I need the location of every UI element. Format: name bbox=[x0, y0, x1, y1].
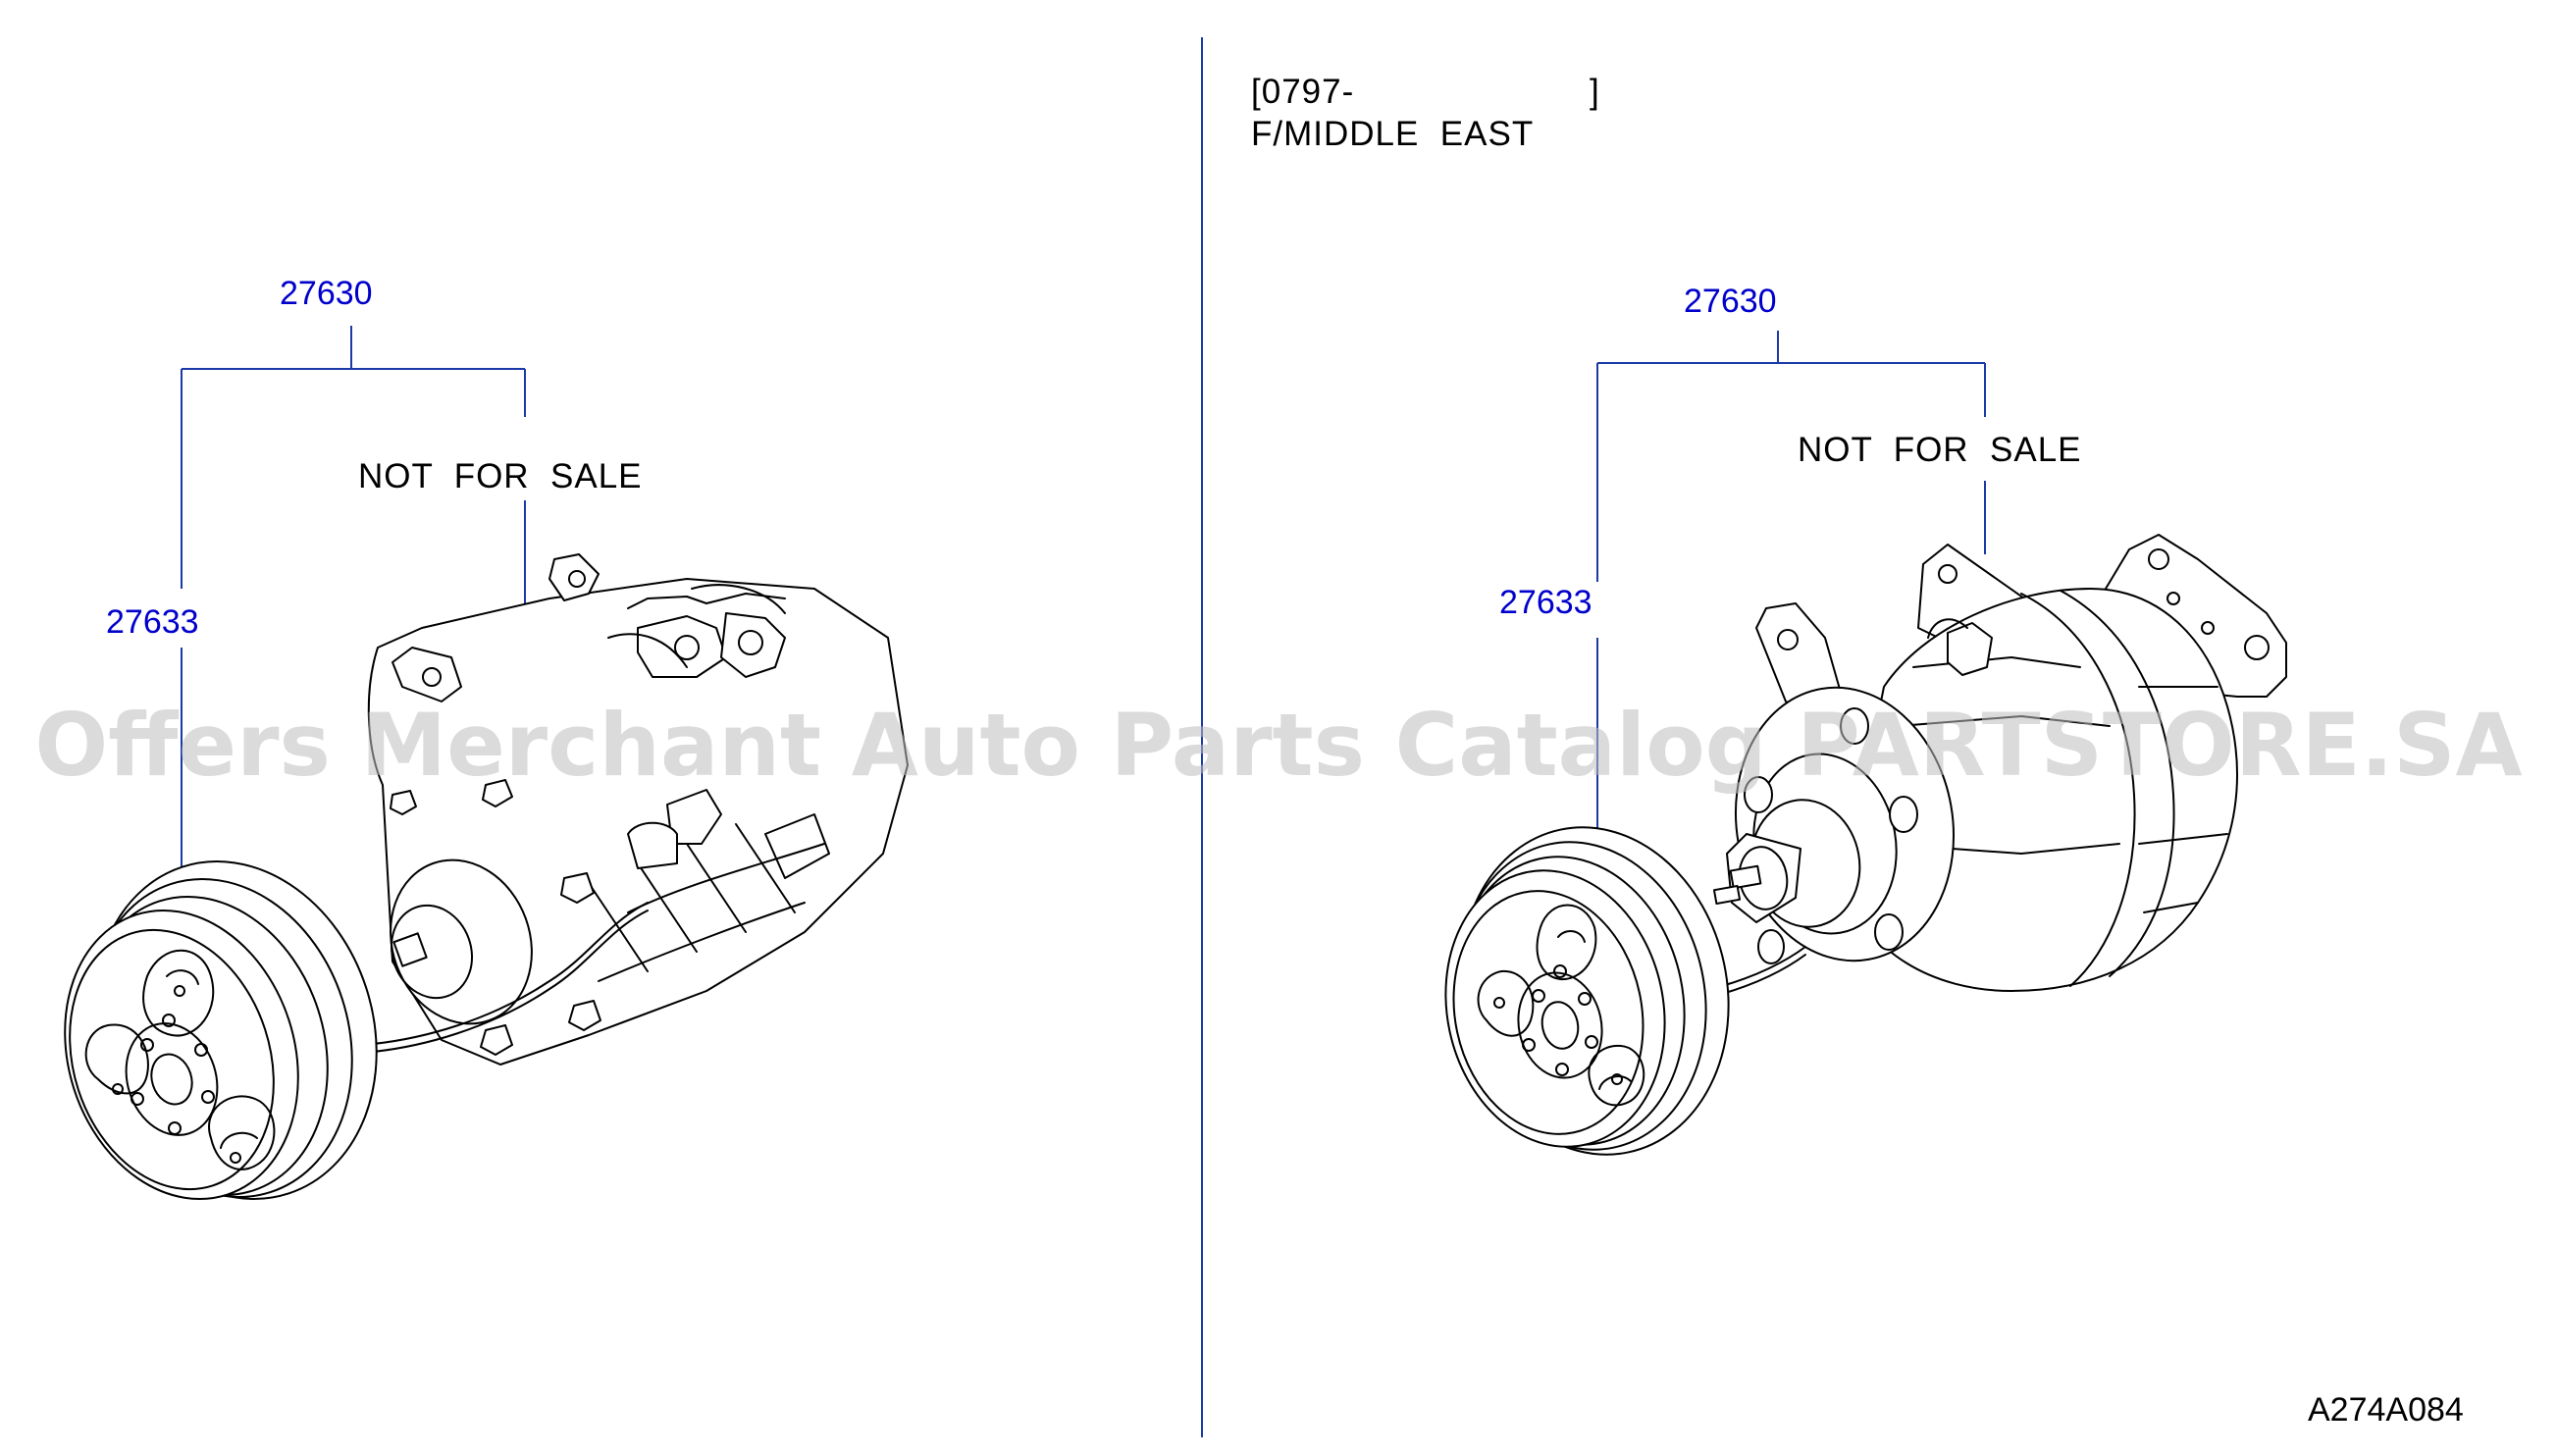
diagram-code: A274A084 bbox=[2308, 1391, 2464, 1429]
left-leader-lines bbox=[181, 326, 526, 888]
left-assembly-part-number[interactable]: 27630 bbox=[280, 275, 373, 312]
right-clutch-drawing[interactable] bbox=[1421, 803, 1758, 1180]
right-clutch-part-number[interactable]: 27633 bbox=[1499, 584, 1592, 621]
right-range-close: ] bbox=[1590, 73, 1600, 111]
right-compressor-drawing[interactable] bbox=[1712, 534, 2287, 995]
right-range-open: [0797- bbox=[1251, 73, 1354, 111]
right-region-note: F/MIDDLE EAST bbox=[1251, 115, 1534, 153]
right-leader-lines bbox=[1596, 331, 1986, 839]
watermark-text: Offers Merchant Auto Parts Catalog PARTS… bbox=[34, 695, 2522, 796]
right-assembly-part-number[interactable]: 27630 bbox=[1684, 283, 1777, 320]
left-not-for-sale-note: NOT FOR SALE bbox=[358, 457, 643, 495]
right-panel: [0797- ] F/MIDDLE EAST bbox=[1251, 73, 2287, 1180]
left-panel: 27630 27633 NOT FOR SALE bbox=[28, 275, 909, 1235]
left-compressor-drawing[interactable] bbox=[362, 553, 909, 1066]
left-clutch-part-number[interactable]: 27633 bbox=[106, 603, 199, 641]
right-not-for-sale-note: NOT FOR SALE bbox=[1798, 431, 2082, 469]
left-clutch-drawing[interactable] bbox=[28, 824, 419, 1235]
